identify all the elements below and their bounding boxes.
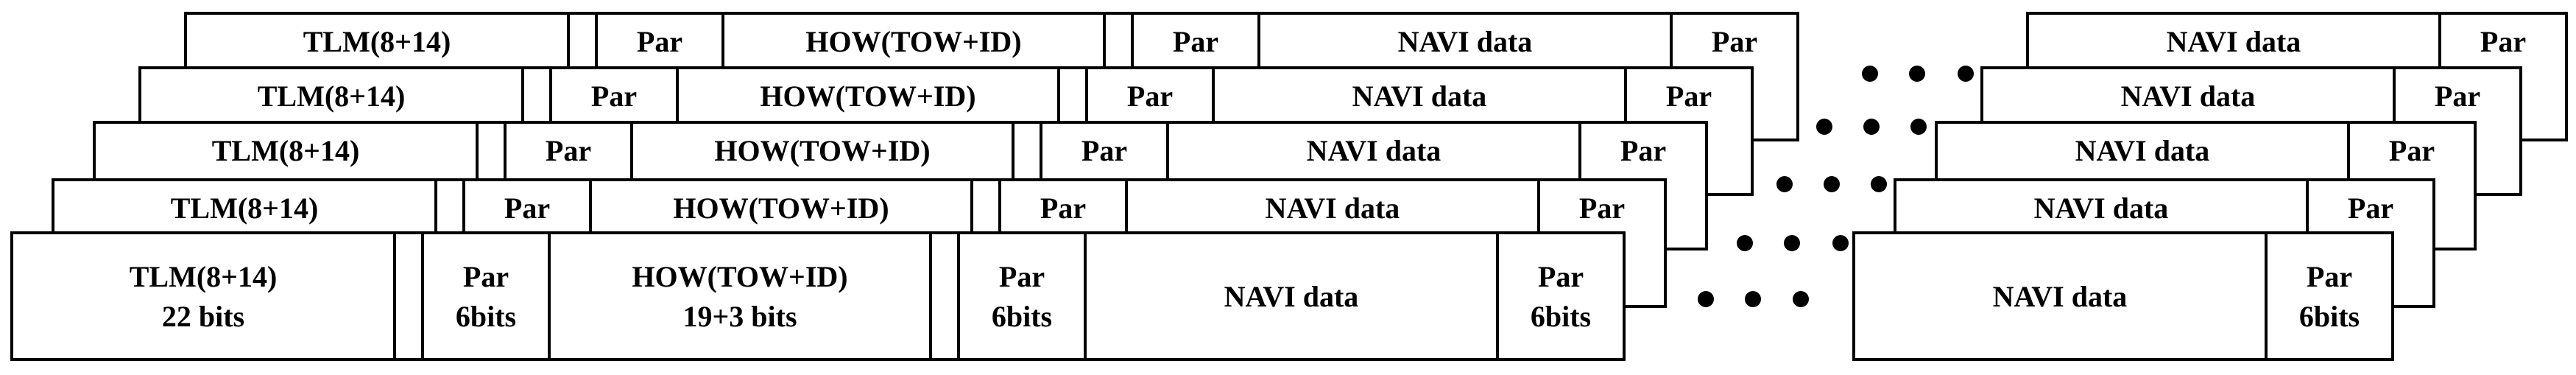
cell-label-navi: NAVI data <box>2121 80 2256 113</box>
cell-label-par: Par <box>2389 134 2435 167</box>
cell-label-tlm: TLM(8+14) <box>130 260 278 293</box>
ellipsis-dot <box>1863 119 1880 135</box>
cell-label-par1: Par <box>463 260 509 293</box>
cell-label-how: HOW(TOW+ID) <box>805 25 1021 58</box>
cell-label-par: Par <box>2307 260 2352 293</box>
frame-0-layer-0: TLM(8+14) 22 bits Par 6bits HOW(TOW+ID) 19+3 … <box>10 231 1626 361</box>
cell-par1 <box>421 231 551 361</box>
ellipsis-dot <box>1776 176 1793 192</box>
ellipsis-dot <box>1871 176 1887 192</box>
cell-label-par3: Par <box>1579 192 1625 225</box>
cell-label-par3: Par <box>1538 260 1584 293</box>
cell-label-navi: NAVI data <box>1307 134 1441 167</box>
cell-label-tlm: TLM(8+14) <box>171 192 319 225</box>
cell-label-tlm: TLM(8+14) <box>258 80 406 113</box>
ellipsis-dot <box>1832 235 1849 251</box>
cell-label-par1: Par <box>546 134 591 167</box>
cell-label-par3: Par <box>1666 80 1712 113</box>
cell-label-navi: NAVI data <box>1224 280 1359 313</box>
cell-label-par1: 6bits <box>456 300 516 333</box>
cell-how <box>548 231 932 361</box>
cell-gap2 <box>929 231 960 361</box>
cell-tlm <box>10 231 396 361</box>
cell-label-par2: Par <box>999 260 1045 293</box>
cell-label-par3: 6bits <box>1531 300 1591 333</box>
cell-label-par3: Par <box>1620 134 1666 167</box>
ellipsis-dot <box>1958 66 1974 82</box>
cell-label-how: HOW(TOW+ID) <box>714 134 930 167</box>
cell-label-tlm: TLM(8+14) <box>303 25 451 58</box>
ellipsis-dot <box>1909 66 1925 82</box>
ellipsis-dot <box>1910 119 1927 135</box>
cell-label-par1: Par <box>591 80 637 113</box>
cell-par3 <box>1496 231 1626 361</box>
cell-label-navi: NAVI data <box>1993 280 2128 313</box>
cell-label-navi: NAVI data <box>1352 80 1487 113</box>
ellipsis-dot <box>1698 291 1714 307</box>
cell-label-how: HOW(TOW+ID) <box>760 80 975 113</box>
cell-label-par1: Par <box>637 25 682 58</box>
ellipsis-dot <box>1816 119 1832 135</box>
cell-label-how: HOW(TOW+ID) <box>673 192 889 225</box>
cell-label-par2: 6bits <box>992 300 1052 333</box>
ellipsis-dot <box>1862 66 1878 82</box>
ellipsis-dot <box>1784 235 1800 251</box>
ellipsis-dot <box>1745 291 1761 307</box>
cell-label-tlm: 22 bits <box>162 300 244 333</box>
cell-par2 <box>957 231 1087 361</box>
ellipsis-dot <box>1793 291 1809 307</box>
cell-label-how: HOW(TOW+ID) <box>632 260 847 293</box>
cell-label-par: 6bits <box>2299 300 2360 333</box>
cell-label-tlm: TLM(8+14) <box>212 134 360 167</box>
cell-label-par: Par <box>2348 192 2393 225</box>
cell-label-navi: NAVI data <box>2034 192 2169 225</box>
cell-label-par2: Par <box>1081 134 1127 167</box>
cell-label-par2: Par <box>1127 80 1173 113</box>
ellipsis-dot <box>1737 235 1753 251</box>
cell-label-par1: Par <box>504 192 550 225</box>
cell-label-par2: Par <box>1040 192 1086 225</box>
cell-label-navi: NAVI data <box>2167 25 2301 58</box>
cell-label-navi: NAVI data <box>2075 134 2210 167</box>
cell-label-par3: Par <box>1712 25 1757 58</box>
cell-navi <box>1852 231 2268 361</box>
cell-label-navi: NAVI data <box>1398 25 1533 58</box>
ellipsis-dots <box>1698 66 1974 307</box>
cell-label-par2: Par <box>1173 25 1218 58</box>
cell-label-par: Par <box>2480 25 2526 58</box>
cell-label-how: 19+3 bits <box>682 300 797 333</box>
ellipsis-dot <box>1824 176 1840 192</box>
cell-gap1 <box>393 231 424 361</box>
frame-1-layer-0: NAVI data Par 6bits <box>1852 231 2394 361</box>
cell-label-par: Par <box>2435 80 2480 113</box>
cell-par <box>2265 231 2394 361</box>
cell-label-navi: NAVI data <box>1266 192 1400 225</box>
